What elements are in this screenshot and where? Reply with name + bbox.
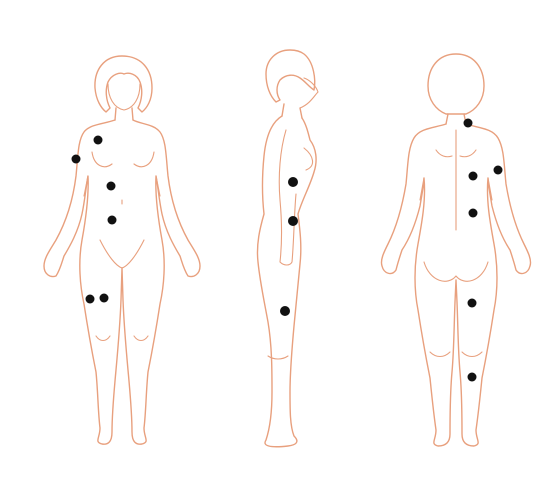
- side-hair-outline: [266, 50, 315, 102]
- side-marker: [288, 177, 298, 187]
- front-markers: [72, 136, 117, 304]
- back-neck: [446, 114, 466, 124]
- side-marker: [280, 306, 290, 316]
- front-pelvis: [100, 240, 144, 268]
- back-marker: [494, 166, 503, 175]
- front-marker: [94, 136, 103, 145]
- front-marker: [86, 295, 95, 304]
- side-chest: [304, 148, 313, 170]
- side-arm: [279, 130, 296, 265]
- back-marker: [468, 299, 477, 308]
- front-hair-outline: [95, 56, 152, 112]
- back-knees: [430, 352, 482, 357]
- back-marker: [464, 119, 473, 128]
- front-knees: [96, 336, 148, 341]
- side-body-outline: [257, 116, 316, 447]
- back-view-figure: [381, 54, 530, 446]
- front-marker: [100, 294, 109, 303]
- front-marker: [107, 182, 116, 191]
- back-markers: [464, 119, 503, 382]
- front-arm-lines: [84, 176, 160, 196]
- front-chest: [92, 152, 154, 167]
- back-head-outline: [428, 54, 484, 114]
- back-marker: [469, 172, 478, 181]
- front-marker: [72, 155, 81, 164]
- back-marker: [469, 209, 478, 218]
- side-neck: [282, 104, 302, 118]
- front-view-figure: [44, 56, 200, 444]
- back-marker: [468, 373, 477, 382]
- back-buttocks: [424, 262, 488, 281]
- front-face-outline: [108, 84, 140, 110]
- front-body-outline: [44, 120, 200, 444]
- side-view-figure: [257, 50, 318, 447]
- front-marker: [108, 216, 117, 225]
- side-marker: [288, 216, 298, 226]
